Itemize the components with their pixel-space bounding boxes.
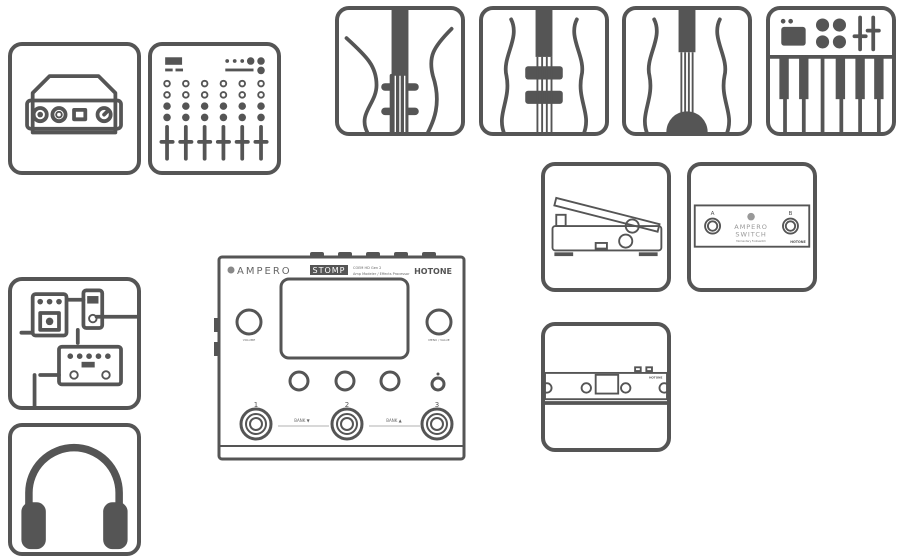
audio-interface-icon: [25, 74, 123, 135]
knob-2[interactable]: [334, 370, 356, 392]
footswitch-1[interactable]: [239, 407, 273, 441]
midi-keyboard-tile: [766, 6, 896, 136]
controller-tile: HOTONE: [541, 322, 671, 452]
mixer-icon: [159, 57, 269, 161]
menu-value-knob[interactable]: [425, 308, 453, 336]
volume-label: VOLUME: [243, 338, 256, 342]
headphones-tile: [8, 423, 141, 556]
switch-subtitle: Momentary Footswitch: [736, 239, 766, 243]
expression-pedal-tile: [541, 162, 671, 292]
acoustic-guitar-icon: [643, 10, 731, 132]
knob-3[interactable]: [379, 370, 401, 392]
footswitch-tile: A B AMPERO SWITCH Momentary Footswitch H…: [687, 162, 817, 292]
switch-3-label: 3: [435, 401, 439, 409]
mixer-tile: [148, 42, 281, 175]
headphones-icon: [21, 443, 128, 550]
acoustic-bass-icon: [500, 10, 588, 132]
switch-maker: HOTONE: [790, 240, 805, 244]
switch-1-label: 1: [254, 401, 258, 409]
spec-line-2: Amp Modeler / Effects Processor: [353, 272, 410, 276]
spec-line-1: COEM HD Gen 2: [353, 266, 381, 270]
brand-logo: AMPERO: [237, 266, 292, 277]
menu-label: MENU / VALUE: [428, 338, 449, 342]
volume-knob[interactable]: [235, 308, 263, 336]
midi-keyboard-icon: [770, 15, 892, 132]
knob-1[interactable]: [288, 370, 310, 392]
footswitch-3[interactable]: [420, 407, 454, 441]
switch-brand-line1: AMPERO: [734, 223, 768, 231]
switch-brand-line2: SWITCH: [735, 230, 766, 238]
controller-icon: HOTONE: [545, 366, 667, 405]
switch-b-label: B: [789, 211, 793, 217]
footswitch-icon: A B AMPERO SWITCH Momentary Footswitch H…: [693, 204, 811, 248]
small-button[interactable]: [430, 376, 446, 392]
ampero-stomp-icon: AMPERO STOMP COEM HD Gen 2 Amp Modeler /…: [214, 252, 466, 461]
expression-pedal-icon: [551, 196, 663, 257]
pedalboard-tile: [8, 277, 141, 410]
ampero-stomp-device: AMPERO STOMP COEM HD Gen 2 Amp Modeler /…: [212, 248, 472, 463]
switch-2-label: 2: [345, 401, 349, 409]
bank-down-label: BANK ▼: [294, 418, 310, 423]
pedalboard-icon: [19, 288, 137, 406]
bank-up-label: BANK ▲: [386, 418, 402, 423]
electric-guitar-tile: [335, 6, 465, 136]
electric-guitar-icon: [344, 10, 454, 132]
model-label: STOMP: [313, 266, 346, 275]
footswitch-2[interactable]: [330, 407, 364, 441]
acoustic-guitar-tile: [622, 6, 752, 136]
acoustic-bass-tile: [479, 6, 609, 136]
switch-a-label: A: [711, 211, 715, 217]
controller-maker: HOTONE: [649, 376, 662, 380]
audio-interface-tile: [8, 42, 141, 175]
maker-logo: HOTONE: [414, 267, 452, 276]
